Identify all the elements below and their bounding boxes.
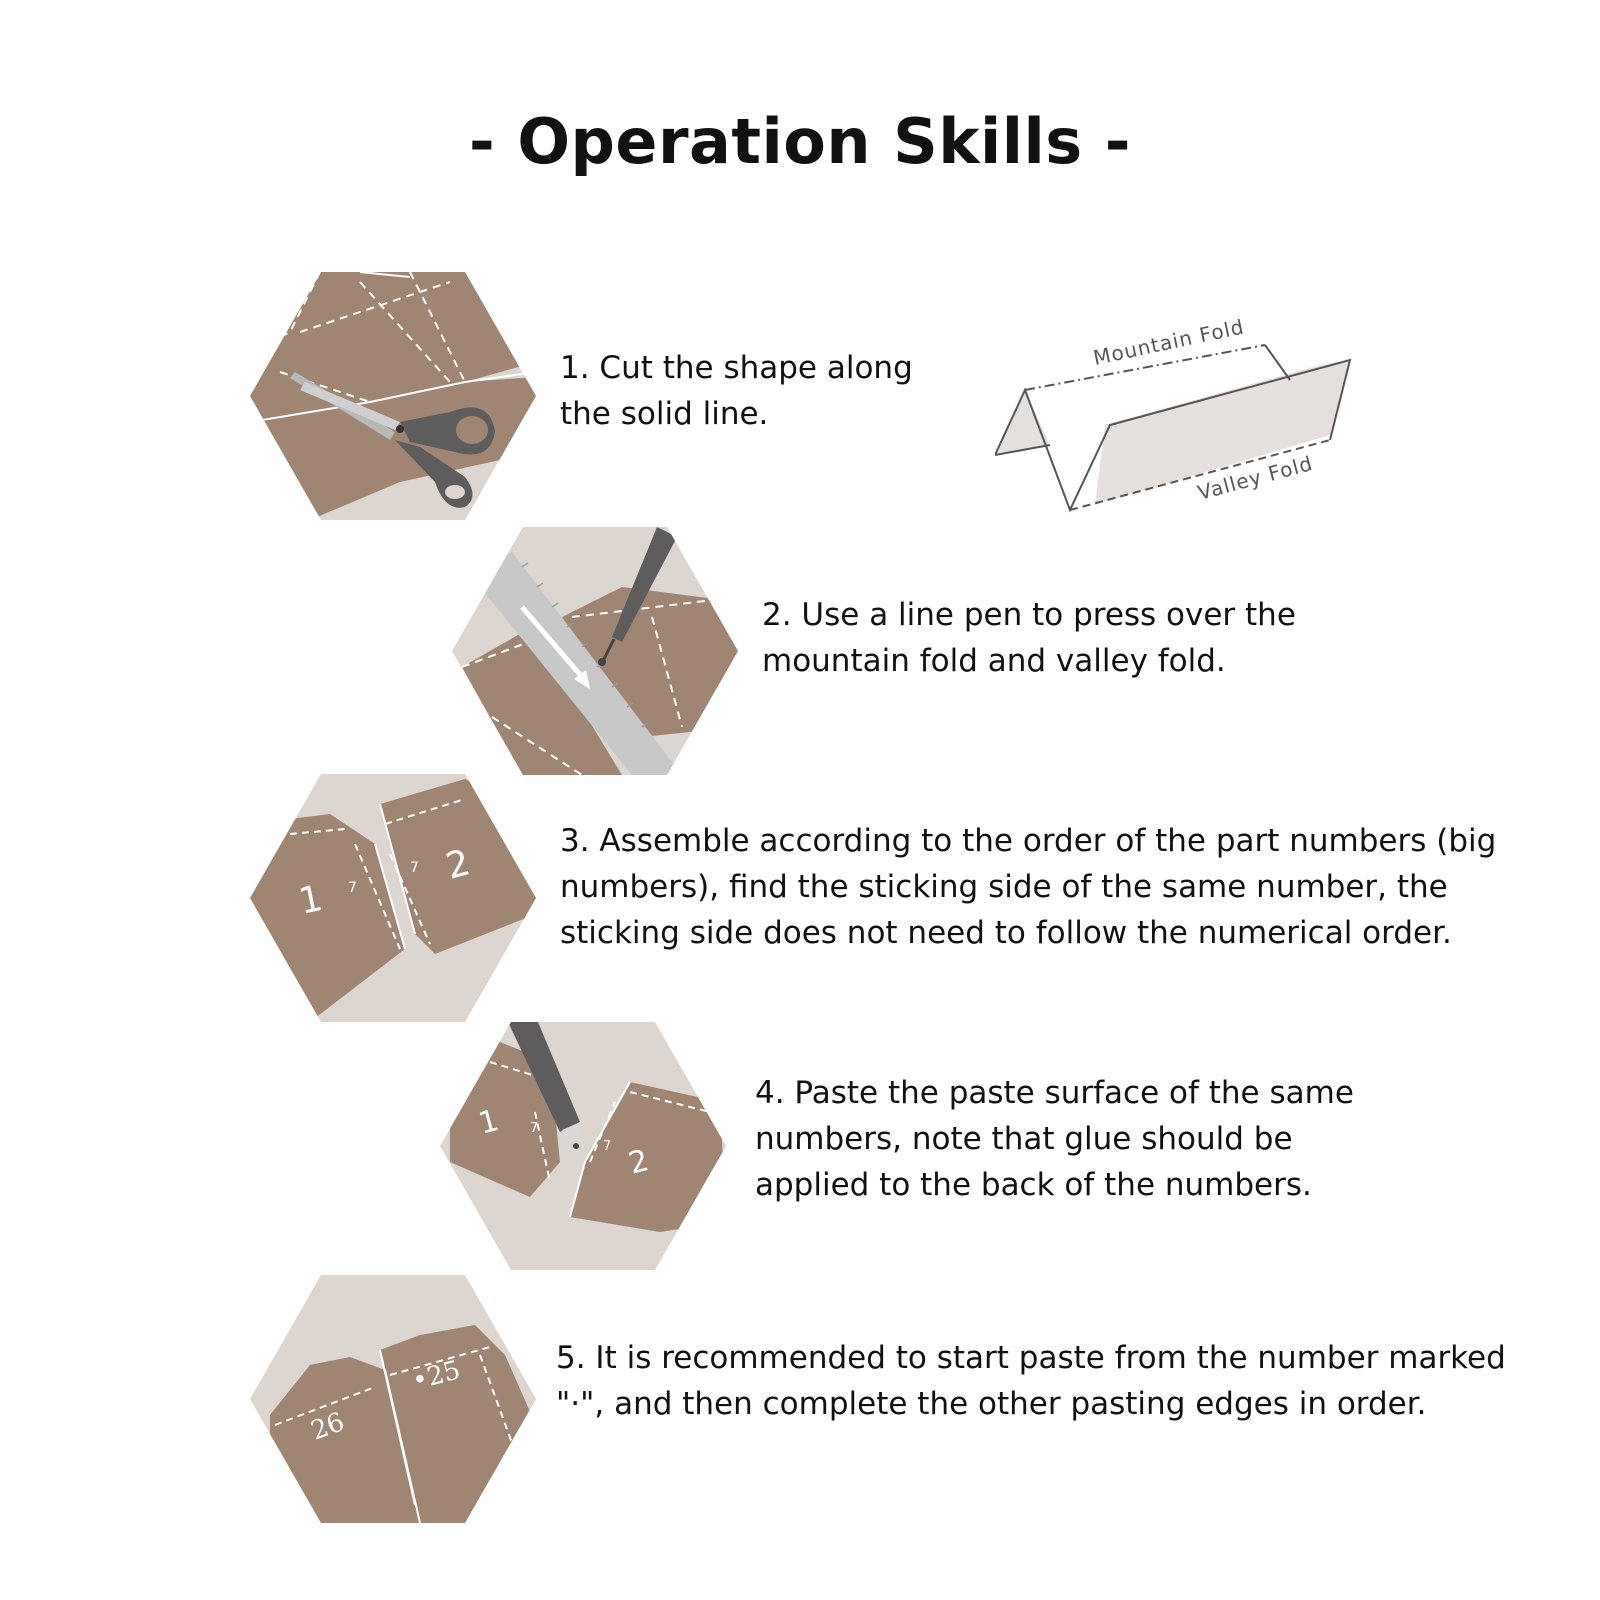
edge-number-7b: 7	[410, 860, 419, 876]
edge-number-7d: 7	[603, 1139, 611, 1154]
step2-illustration	[452, 527, 738, 775]
step4-illustration: 1 2 7 7	[440, 1022, 726, 1270]
step-2-text: 2. Use a line pen to press over the moun…	[762, 597, 1296, 679]
step1-illustration	[250, 272, 536, 520]
edge-number-7c: 7	[530, 1121, 538, 1136]
page-title: - Operation Skills -	[469, 105, 1131, 178]
step3-illustration: 1 2 7 7	[250, 774, 536, 1022]
mountain-fold-label: Mountain Fold	[1091, 314, 1246, 369]
step-3-text: 3. Assemble according to the order of th…	[560, 823, 1497, 951]
step5-illustration: 26 •25	[250, 1275, 536, 1523]
edge-number-7a: 7	[348, 880, 357, 896]
step-4-text: 4. Paste the paste surface of the same n…	[755, 1075, 1354, 1203]
step-5-text: 5. It is recommended to start paste from…	[556, 1340, 1506, 1422]
fold-diagram: Mountain Fold Valley Fold	[994, 305, 1385, 525]
step-1-text: 1. Cut the shape along the solid line.	[560, 350, 913, 432]
